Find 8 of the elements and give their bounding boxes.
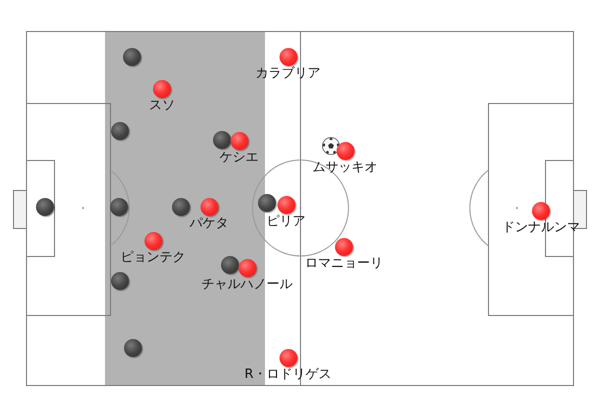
player-name: スソ xyxy=(149,98,175,113)
player-name: ケシエ xyxy=(220,150,258,165)
ball-icon xyxy=(322,137,340,155)
player-name: チャルハノール xyxy=(202,277,292,292)
player-name: ロマニョーリ xyxy=(305,256,383,271)
player-name: パケタ xyxy=(190,216,228,231)
player-name: ムサッキオ xyxy=(312,160,378,175)
player-name: ピョンテク xyxy=(120,250,186,265)
